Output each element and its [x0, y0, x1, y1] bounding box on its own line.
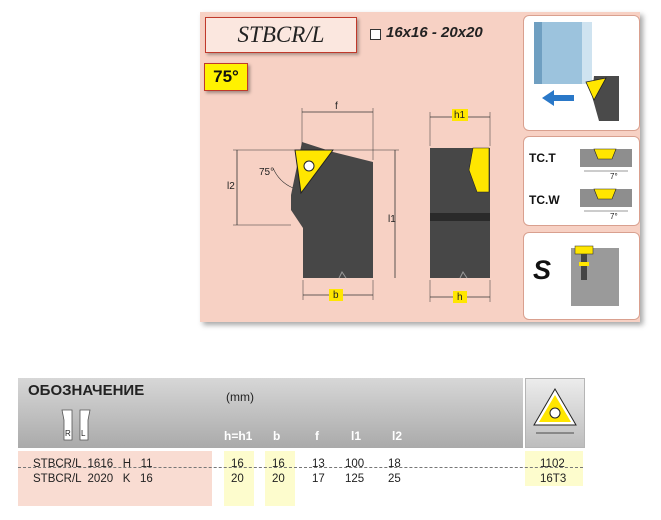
insert-seat-panel: TC.T TC.W 7° 7° — [523, 136, 640, 226]
tc-t-label: TC.T — [529, 151, 556, 165]
insert-column-highlight — [525, 451, 583, 486]
column-header-l1: l1 — [351, 429, 362, 443]
insert-hole — [303, 160, 315, 172]
left-hand-label: L — [81, 429, 86, 438]
size-range: 16x16 - 20x20 — [386, 24, 483, 41]
row2-h: 20 — [231, 473, 244, 485]
dim-b-label: b — [333, 290, 339, 301]
dim-l1-label: l1 — [388, 214, 396, 225]
column-header-h: h=h1 — [224, 429, 253, 443]
dim-f-label: f — [335, 101, 338, 112]
triangular-insert-icon — [533, 388, 577, 434]
row2-insert: 16T3 — [540, 473, 567, 485]
tool-dimension-drawing: f l2 75° l1 b h1 h — [227, 101, 491, 303]
row2-b: 20 — [272, 473, 285, 485]
row2-l1: 125 — [345, 473, 365, 485]
designation-highlight — [18, 451, 212, 506]
cutting-direction-icon — [534, 22, 619, 121]
column-header-l2: l2 — [392, 429, 403, 443]
row1-f: 13 — [312, 458, 325, 470]
right-hand-label: R — [65, 429, 71, 438]
seat-profile-icon: 7° 7° — [580, 148, 632, 221]
column-header-f: f — [315, 429, 319, 443]
h-column-highlight — [224, 451, 254, 506]
column-header-b: b — [273, 429, 281, 443]
dim-h-label: h — [457, 292, 463, 303]
model-title: STBCR/L — [205, 17, 357, 53]
row2-f: 17 — [312, 473, 325, 485]
row1-h: 16 — [231, 458, 244, 470]
table-header-bar — [18, 378, 523, 448]
b-column-highlight — [265, 451, 295, 506]
tc-w-angle: 7° — [610, 212, 618, 221]
row1-insert: 1102 — [540, 458, 565, 470]
dim-l2-label: l2 — [227, 181, 235, 192]
row2-l2: 25 — [388, 473, 401, 485]
row1-l2: 18 — [388, 458, 401, 470]
tc-t-angle: 7° — [610, 172, 618, 181]
row1-designation: STBCR/L 1616 H 11 — [33, 458, 153, 470]
insert-side — [468, 147, 490, 193]
insert-header-cell — [525, 378, 585, 448]
tc-w-label: TC.W — [529, 193, 560, 207]
dim-angle-label: 75° — [259, 167, 274, 178]
shim-type-letter: S — [533, 255, 552, 285]
insert-triangle — [294, 149, 334, 195]
row2-designation: STBCR/L 2020 K 16 — [33, 473, 153, 485]
dim-h1-label: h1 — [454, 110, 466, 121]
designation-header: ОБОЗНАЧЕНИЕ — [28, 382, 145, 399]
cutting-direction-panel — [523, 15, 640, 131]
size-checkbox[interactable] — [370, 29, 381, 40]
approach-angle-badge: 75° — [204, 63, 248, 91]
right-left-hand-icon: R L — [61, 409, 91, 441]
units-label: (mm) — [226, 390, 254, 404]
row1-b: 16 — [272, 458, 285, 470]
shim-profile-icon — [571, 245, 619, 306]
row-divider — [18, 467, 583, 468]
row1-l1: 100 — [345, 458, 365, 470]
